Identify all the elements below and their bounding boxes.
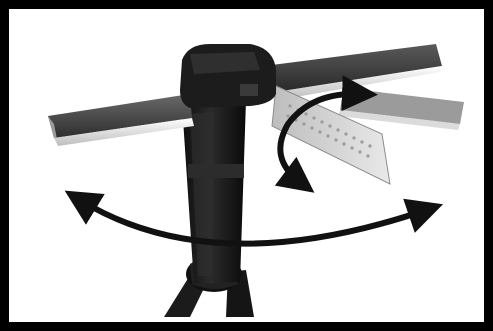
left-light-arm — [48, 94, 194, 146]
product-illustration — [14, 14, 479, 317]
device-stand — [182, 100, 246, 284]
camera-head — [180, 44, 276, 108]
image-area — [14, 14, 479, 317]
swing-arrow — [80, 200, 426, 244]
